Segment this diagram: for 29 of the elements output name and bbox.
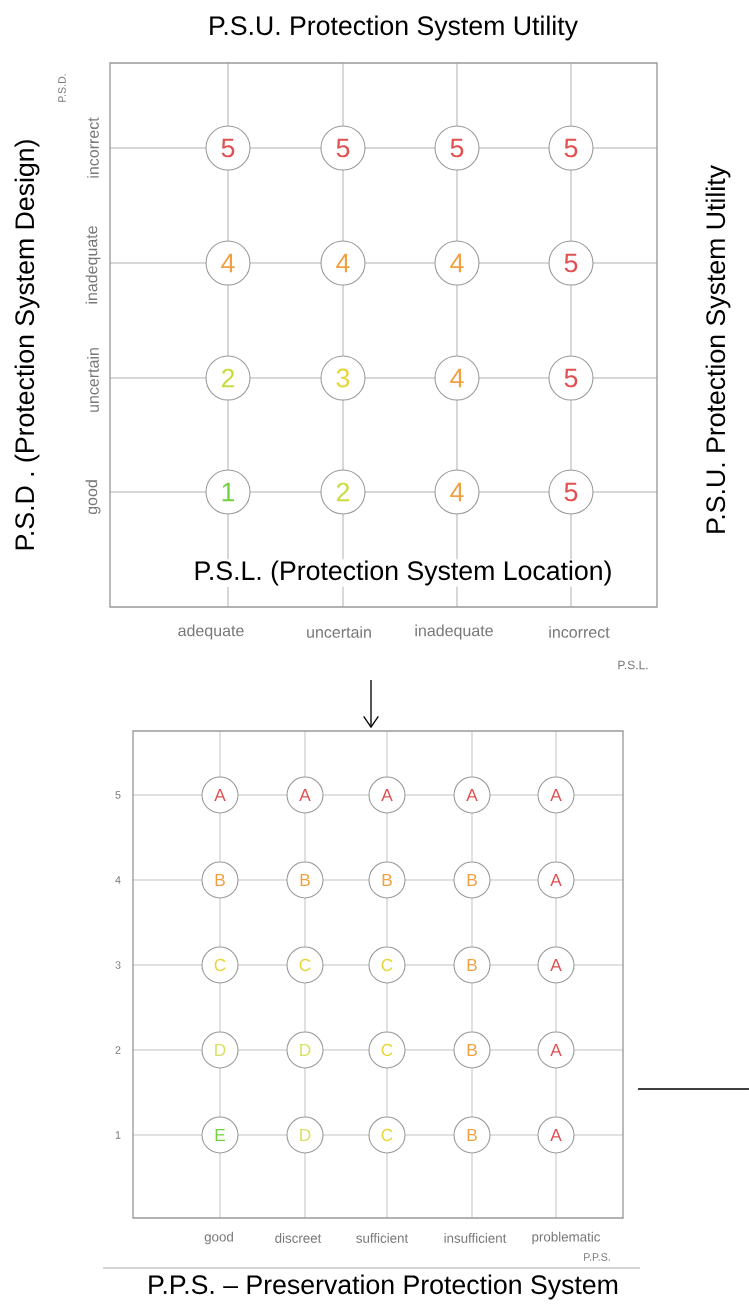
axis-title: P.S.D . (Protection System Design) [14, 140, 40, 550]
column-label: discreet [275, 1233, 322, 1243]
row-label: 1 [115, 1131, 121, 1139]
row-label: inadequate [85, 226, 101, 304]
column-label: sufficient [356, 1233, 409, 1243]
axis-label: P.S.L. [618, 660, 648, 670]
column-label: problematic [532, 1231, 601, 1245]
arrow [363, 679, 379, 729]
side-title: P.S.U. Protection System Utility [705, 165, 731, 533]
row-label: good [85, 480, 101, 515]
row-label: incorrect [87, 117, 99, 178]
title: P.S.U. Protection System Utility [210, 15, 578, 41]
row-label: uncertain [87, 348, 99, 412]
column-label: incorrect [549, 626, 610, 638]
bottom-title: P.P.S. – Preservation Protection System [149, 1274, 618, 1300]
column-label: good [204, 1231, 233, 1245]
row-label: 5 [115, 791, 121, 799]
axis-label: P.S.D. [58, 74, 66, 102]
axis-label: P.P.S. [584, 1253, 610, 1261]
column-label: uncertain [307, 626, 371, 638]
axis-title: P.S.L. (Protection System Location) [192, 559, 614, 587]
column-label: inadequate [415, 624, 493, 640]
grid-frame [109, 62, 658, 608]
row-label: 3 [115, 961, 121, 969]
grid-frame [132, 730, 624, 1219]
row-label: 4 [115, 876, 121, 884]
column-label: adequate [178, 624, 244, 640]
row-label: 2 [115, 1046, 121, 1054]
column-label: insufficient [444, 1233, 507, 1243]
